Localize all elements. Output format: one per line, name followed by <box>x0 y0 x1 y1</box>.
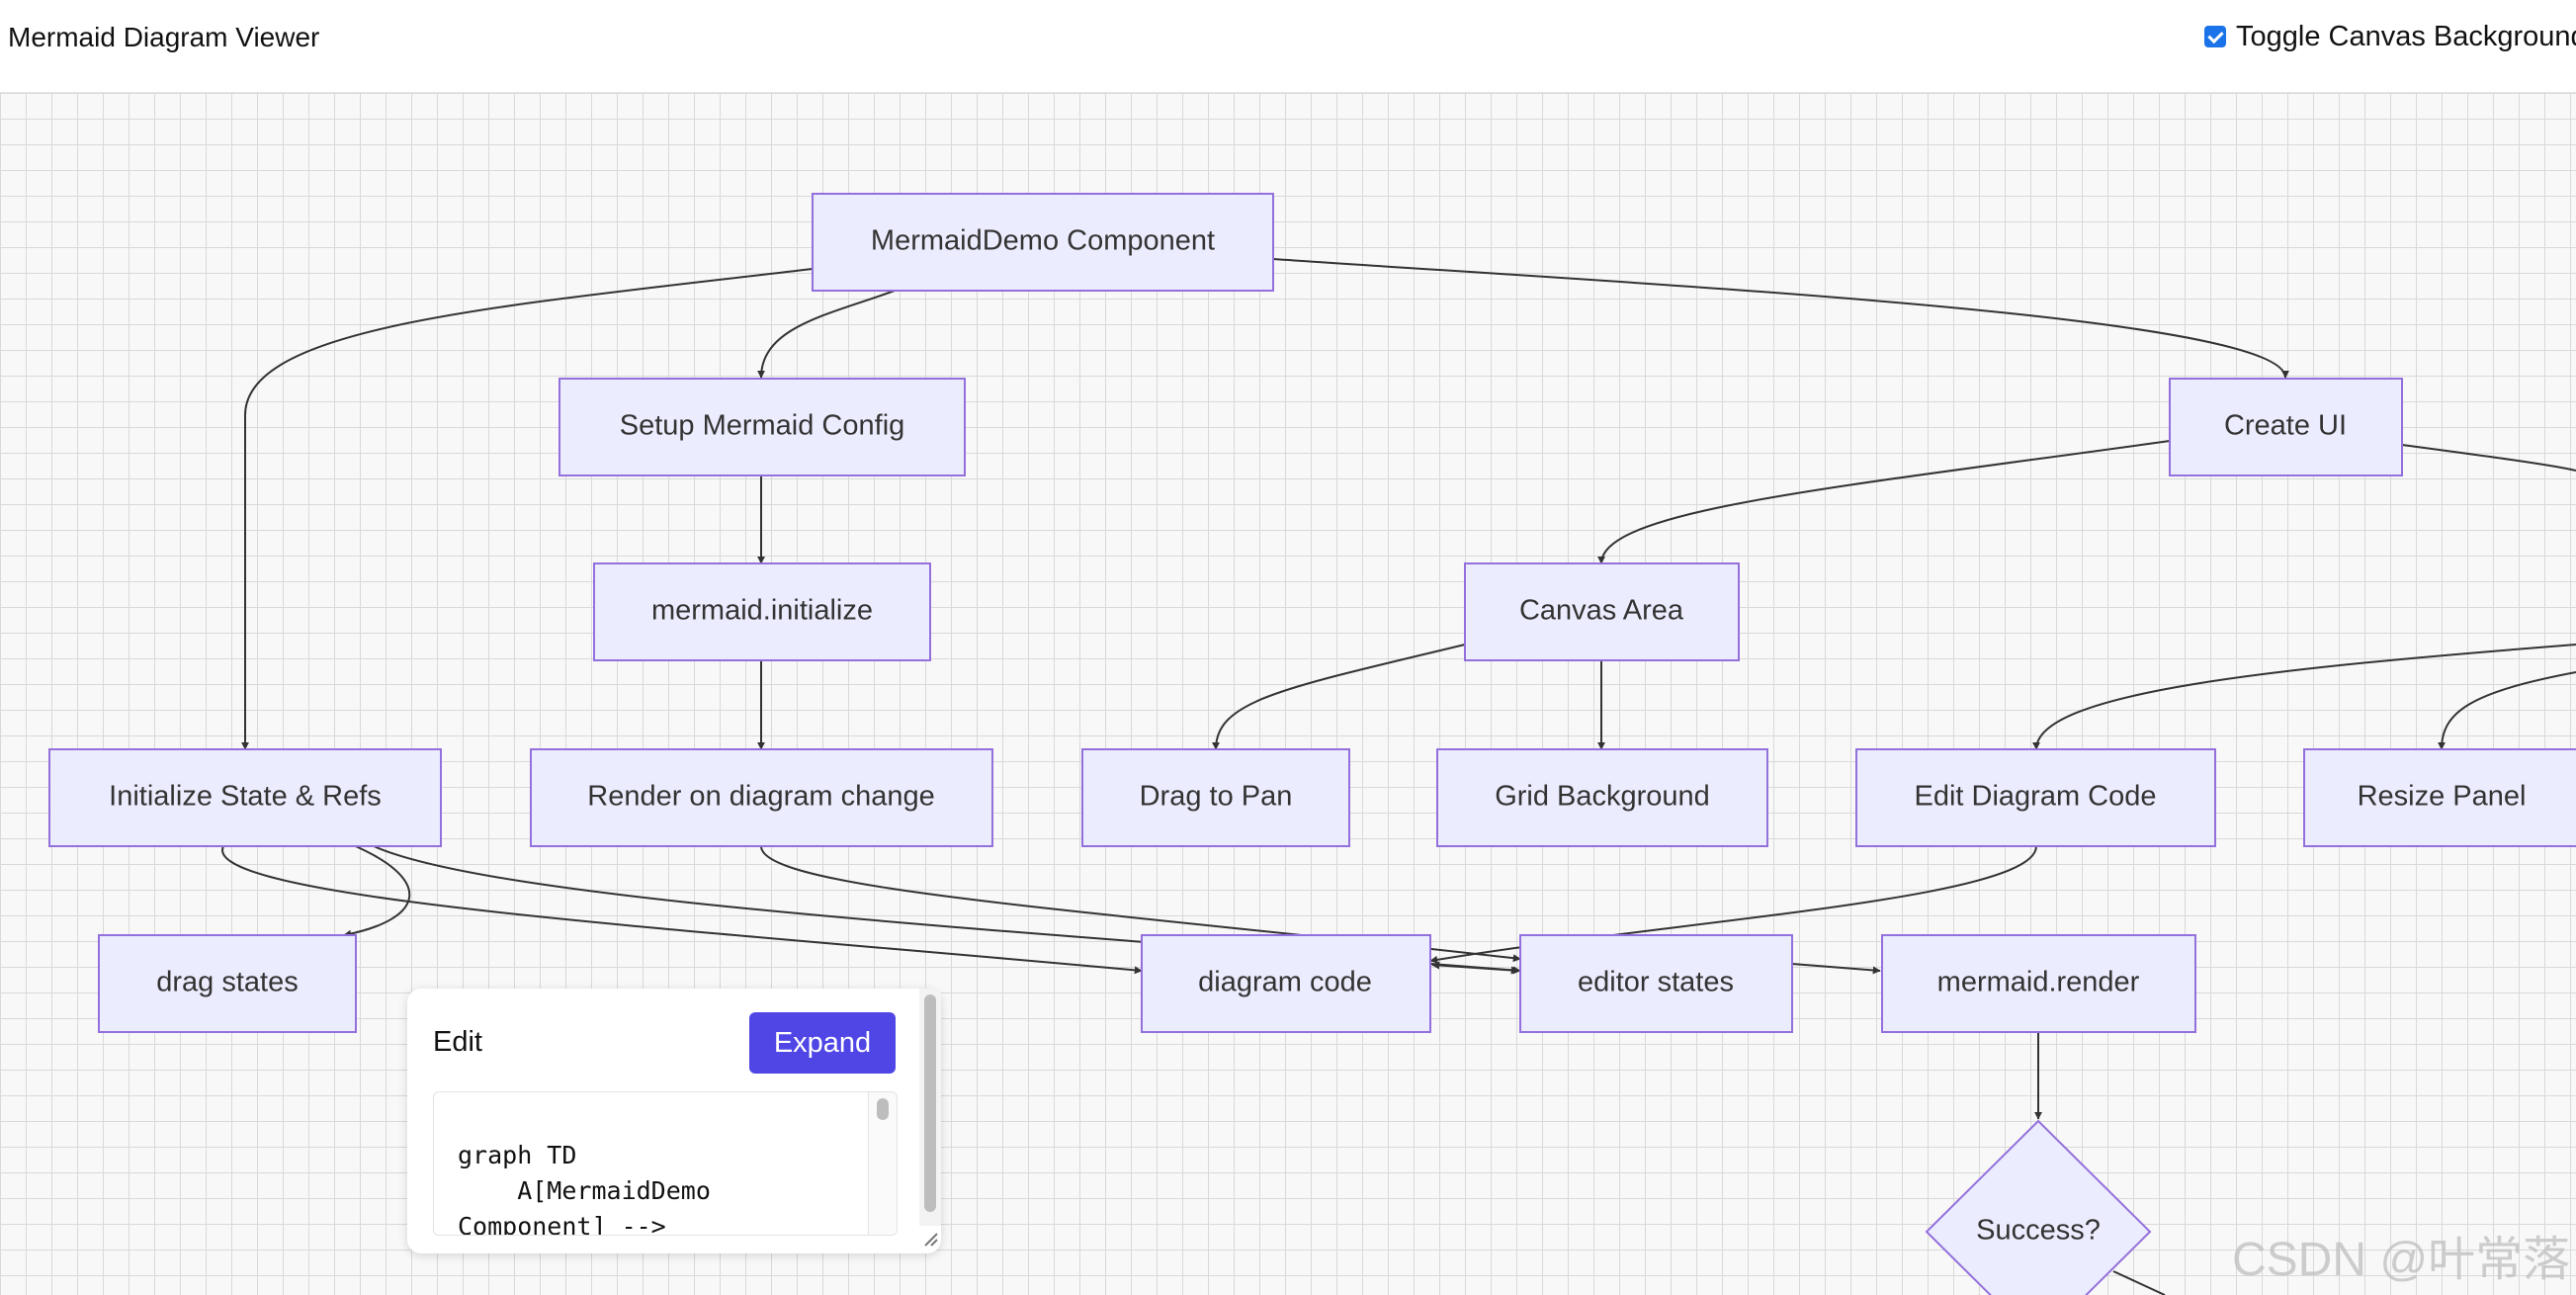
toggle-label: Toggle Canvas Background <box>2236 21 2576 52</box>
node-edit-diagram-code[interactable]: Edit Diagram Code <box>1855 748 2216 847</box>
svg-text:Initialize State & Refs: Initialize State & Refs <box>109 781 382 813</box>
diagram-canvas[interactable]: MermaidDemo Component Setup Mermaid Conf… <box>0 93 2576 1295</box>
node-canvas-area[interactable]: Canvas Area <box>1464 562 1740 661</box>
resize-handle-icon[interactable] <box>921 1230 939 1248</box>
svg-text:Edit Diagram Code: Edit Diagram Code <box>1915 781 2157 813</box>
edit-panel-title: Edit <box>433 1026 482 1058</box>
app-title: Mermaid Diagram Viewer <box>8 22 320 52</box>
checkbox-checked-icon[interactable] <box>2204 26 2226 47</box>
edge-f-m <box>221 845 1143 975</box>
panel-scrollbar[interactable] <box>919 989 941 1226</box>
edge-f-l <box>343 843 411 938</box>
edge-e-h <box>1212 644 1466 750</box>
flowchart: MermaidDemo Component Setup Mermaid Conf… <box>48 193 2576 1295</box>
edge-c-e <box>1597 440 2171 564</box>
svg-text:Canvas Area: Canvas Area <box>1519 595 1684 627</box>
edge-a-f <box>241 268 814 750</box>
node-success-decision[interactable]: Success? <box>1925 1119 2152 1295</box>
code-scrollbar[interactable] <box>868 1092 897 1235</box>
code-editor[interactable]: graph TD A[MermaidDemo Component] --> <box>433 1091 898 1236</box>
app-header: Mermaid Diagram Viewer Toggle Canvas Bac… <box>0 0 2576 93</box>
panel-scrollbar-thumb[interactable] <box>924 994 936 1212</box>
svg-text:mermaid.initialize: mermaid.initialize <box>651 595 873 627</box>
svg-text:Grid Background: Grid Background <box>1495 781 1710 813</box>
edge-c-right <box>2401 444 2576 472</box>
svg-text:MermaidDemo Component: MermaidDemo Component <box>871 225 1215 257</box>
svg-text:Drag to Pan: Drag to Pan <box>1140 781 1293 813</box>
edge-right-j <box>2032 644 2576 750</box>
svg-text:Resize Panel: Resize Panel <box>2358 781 2527 813</box>
node-editor-states[interactable]: editor states <box>1519 934 1793 1033</box>
node-drag-states[interactable]: drag states <box>98 934 357 1033</box>
svg-text:diagram code: diagram code <box>1198 967 1372 998</box>
node-resize-panel[interactable]: Resize Panel <box>2303 748 2576 847</box>
edge-n-o <box>1791 963 1881 975</box>
node-render-on-diagram-change[interactable]: Render on diagram change <box>530 748 993 847</box>
node-mermaid-render[interactable]: mermaid.render <box>1881 934 2196 1033</box>
svg-text:editor states: editor states <box>1578 967 1734 998</box>
edge-a-c <box>1272 258 2289 379</box>
svg-text:drag states: drag states <box>156 967 298 998</box>
node-diagram-code[interactable]: diagram code <box>1141 934 1431 1033</box>
node-initialize-state-refs[interactable]: Initialize State & Refs <box>48 748 442 847</box>
edge-m-n <box>1431 961 1519 975</box>
svg-text:Create UI: Create UI <box>2224 410 2347 442</box>
svg-text:Render on diagram change: Render on diagram change <box>587 781 934 813</box>
code-text[interactable]: graph TD A[MermaidDemo Component] --> <box>458 1141 711 1236</box>
expand-button[interactable]: Expand <box>749 1012 896 1074</box>
edit-panel[interactable]: Edit Expand graph TD A[MermaidDemo Compo… <box>407 989 941 1253</box>
edge-p-out <box>2112 1270 2166 1295</box>
watermark: CSDN @叶常落 <box>2232 1234 2571 1286</box>
node-drag-to-pan[interactable]: Drag to Pan <box>1081 748 1350 847</box>
svg-text:Setup Mermaid Config: Setup Mermaid Config <box>620 410 905 442</box>
node-create-ui[interactable]: Create UI <box>2169 378 2403 476</box>
node-grid-background[interactable]: Grid Background <box>1436 748 1768 847</box>
node-mermaiddemo-component[interactable]: MermaidDemo Component <box>812 193 1274 292</box>
edge-a-b <box>757 290 896 379</box>
code-scrollbar-thumb[interactable] <box>877 1098 889 1120</box>
node-setup-mermaid-config[interactable]: Setup Mermaid Config <box>558 378 966 476</box>
svg-text:mermaid.render: mermaid.render <box>1937 967 2140 998</box>
canvas-background-toggle[interactable]: Toggle Canvas Background <box>2204 18 2576 55</box>
edge-right-k <box>2438 671 2576 750</box>
svg-text:Success?: Success? <box>1976 1215 2101 1247</box>
node-mermaid-initialize[interactable]: mermaid.initialize <box>593 562 931 661</box>
